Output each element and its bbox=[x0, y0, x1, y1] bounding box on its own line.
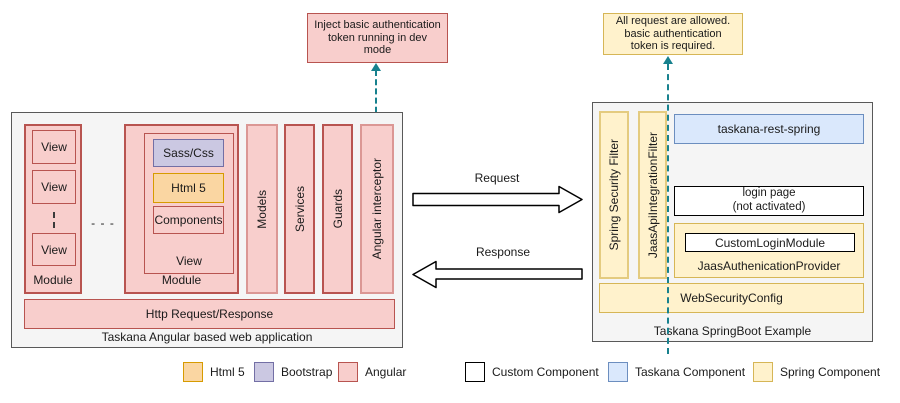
spring-component-legend-swatch bbox=[753, 362, 773, 382]
html5-legend-swatch bbox=[183, 362, 203, 382]
legend-item-custom-component: Custom Component bbox=[465, 362, 599, 382]
bootstrap-legend-swatch bbox=[254, 362, 274, 382]
jaas-authentication-provider-label: JaasAuthenicationProvider bbox=[697, 259, 841, 273]
jaas-api-integration-filter-column: JaasApiIntegrationFilter bbox=[638, 111, 667, 279]
services-label: Services bbox=[292, 185, 307, 232]
springboot-title: Taskana SpringBoot Example bbox=[653, 324, 812, 338]
legend-item-taskana-component: Taskana Component bbox=[608, 362, 745, 382]
view-label: View bbox=[176, 254, 202, 268]
angular-interceptor-column: Angular interceptor bbox=[360, 124, 394, 294]
legend-item-angular: Angular bbox=[338, 362, 406, 382]
angular-legend-label: Angular bbox=[365, 365, 407, 379]
guards-label: Guards bbox=[330, 189, 345, 229]
components-box: Components bbox=[153, 206, 224, 234]
custom-component-legend-label: Custom Component bbox=[492, 365, 599, 379]
view-box: View bbox=[32, 233, 76, 266]
angular-app-container: View View View Module - - - Sass/Css Htm… bbox=[11, 112, 403, 348]
spring-security-filter-label: Spring Security Filter bbox=[607, 139, 621, 251]
custom-component-legend-swatch bbox=[465, 362, 485, 382]
models-column: Models bbox=[246, 124, 278, 294]
custom-login-module-box: CustomLoginModule bbox=[685, 233, 855, 252]
spring-security-filter-column: Spring Security Filter bbox=[599, 111, 629, 279]
legend-item-html5: Html 5 bbox=[183, 362, 245, 382]
html5-box: Html 5 bbox=[153, 173, 224, 203]
request-label: Request bbox=[474, 171, 520, 185]
bootstrap-legend-label: Bootstrap bbox=[281, 365, 333, 379]
taskana-component-legend-swatch bbox=[608, 362, 628, 382]
springboot-container: Spring Security Filter JaasApiIntegratio… bbox=[592, 102, 873, 342]
callout-auth-required: All request are allowed. basic authentic… bbox=[603, 13, 743, 55]
view-box: View bbox=[32, 170, 76, 204]
module-label: Module bbox=[33, 273, 73, 287]
web-security-config-box: WebSecurityConfig bbox=[599, 283, 864, 313]
taskana-rest-spring-box: taskana-rest-spring bbox=[674, 114, 864, 144]
dashed-connector-left bbox=[375, 70, 377, 122]
login-page-box: login page (not activated) bbox=[674, 186, 864, 216]
module-1: View View View Module bbox=[24, 124, 82, 294]
taskana-component-legend-label: Taskana Component bbox=[635, 365, 746, 379]
html5-legend-label: Html 5 bbox=[210, 365, 245, 379]
view-container: Sass/Css Html 5 Components View bbox=[144, 133, 234, 274]
dashed-arrowhead-right bbox=[663, 56, 673, 64]
response-arrow bbox=[412, 260, 583, 289]
angular-app-title: Taskana Angular based web application bbox=[101, 330, 313, 344]
more-views-dots bbox=[53, 212, 55, 228]
legend-item-spring-component: Spring Component bbox=[753, 362, 880, 382]
models-label: Models bbox=[255, 189, 269, 229]
response-label: Response bbox=[475, 245, 531, 259]
spring-component-legend-label: Spring Component bbox=[780, 365, 881, 379]
request-arrow bbox=[412, 185, 583, 214]
dashed-connector-right bbox=[667, 64, 669, 354]
legend-item-bootstrap: Bootstrap bbox=[254, 362, 332, 382]
modules-ellipsis: - - - bbox=[91, 216, 115, 230]
services-column: Services bbox=[284, 124, 315, 294]
dashed-arrowhead-left bbox=[371, 63, 381, 71]
module-label: Module bbox=[161, 273, 202, 287]
view-box: View bbox=[32, 130, 76, 164]
sass-css-box: Sass/Css bbox=[153, 139, 224, 167]
guards-column: Guards bbox=[322, 124, 353, 294]
http-request-response-bar: Http Request/Response bbox=[24, 299, 395, 329]
angular-legend-swatch bbox=[338, 362, 358, 382]
angular-interceptor-label: Angular interceptor bbox=[370, 158, 384, 260]
jaas-api-integration-filter-label: JaasApiIntegrationFilter bbox=[645, 131, 660, 259]
jaas-authentication-provider-box: CustomLoginModule JaasAuthenicationProvi… bbox=[674, 223, 864, 278]
module-2: Sass/Css Html 5 Components View Module bbox=[124, 124, 239, 294]
callout-dev-token: Inject basic authentication token runnin… bbox=[307, 13, 448, 63]
